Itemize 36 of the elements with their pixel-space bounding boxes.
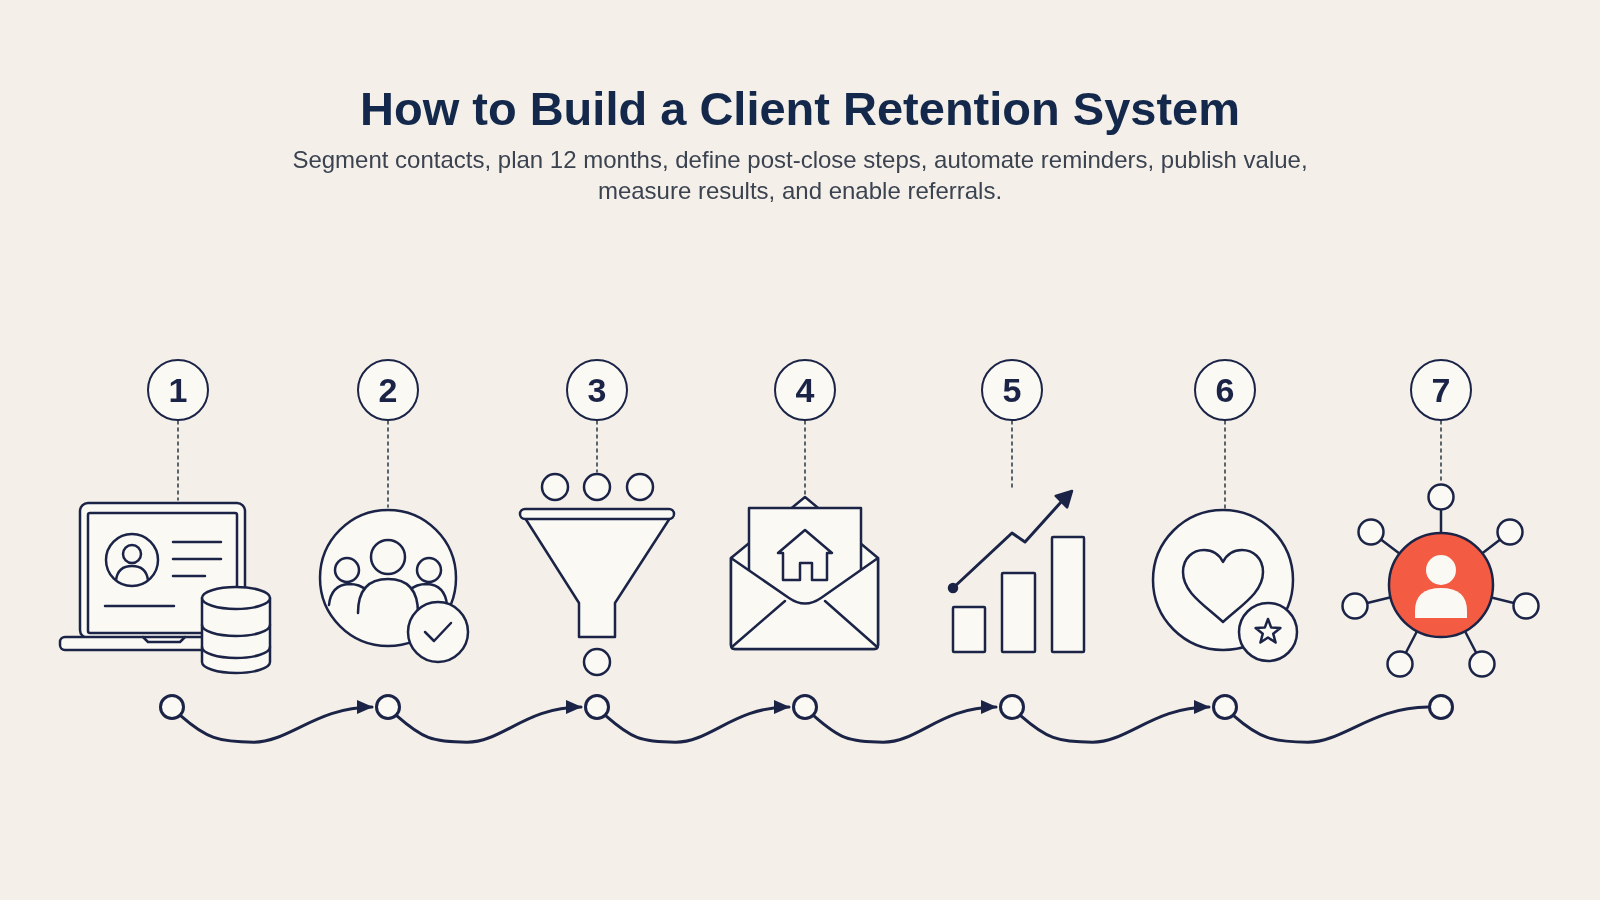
wavy-arrow [179,700,374,744]
timeline-dot [375,694,401,720]
dotted-leader-line [804,420,806,496]
dotted-leader-line [387,420,389,508]
timeline-dot [159,694,185,720]
timeline-dot [792,694,818,720]
step-number-circle: 1 [147,359,209,421]
bar-chart-growth-icon [946,488,1088,655]
dotted-leader-line [1011,420,1013,489]
wavy-connector-line [1232,705,1430,744]
dotted-leader-line [596,420,598,473]
dotted-leader-line [177,420,179,501]
step-number-circle: 4 [774,359,836,421]
step-number-circle: 6 [1194,359,1256,421]
heart-star-icon [1151,508,1299,663]
group-check-icon [316,507,470,664]
step-number-circle: 2 [357,359,419,421]
step-number-circle: 5 [981,359,1043,421]
timeline-dot [1428,694,1454,720]
timeline-dot [1212,694,1238,720]
step-number-circle: 7 [1410,359,1472,421]
timeline-dot [999,694,1025,720]
step-number-circle: 3 [566,359,628,421]
title: How to Build a Client Retention System [360,82,1240,136]
wavy-arrow [1019,700,1211,744]
network-person-icon [1341,483,1540,678]
timeline-dot [584,694,610,720]
subtitle: Segment contacts, plan 12 months, define post-close steps, automate reminders, publish value, measure results, and enable referrals. [291,145,1309,206]
envelope-house-icon [729,495,880,651]
dotted-leader-line [1440,420,1442,484]
wavy-arrow [604,700,791,744]
wavy-arrow [395,700,583,744]
dotted-leader-line [1224,420,1226,509]
laptop-database-icon [58,500,272,676]
wavy-arrow [812,700,998,744]
funnel-icon [518,472,676,677]
